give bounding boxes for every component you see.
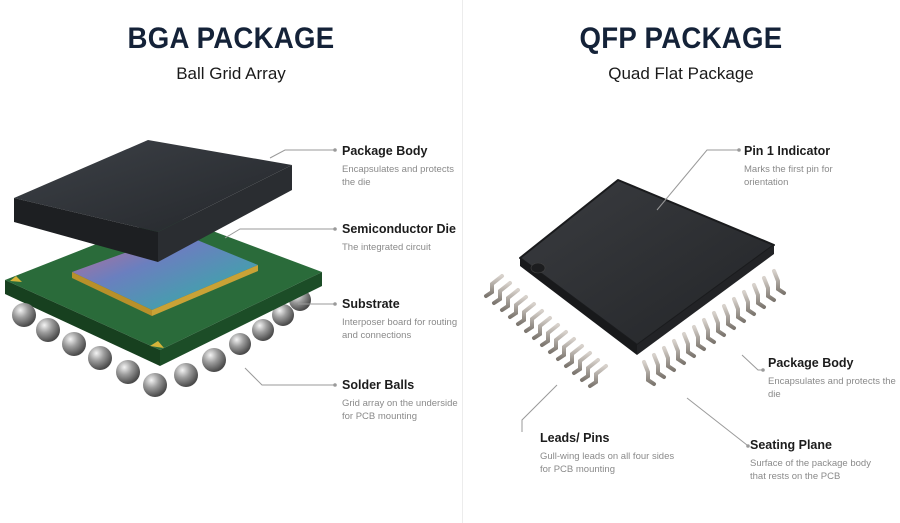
callout-seating-plane: Seating Plane Surface of the package bod… — [750, 438, 880, 483]
callout-heading: Seating Plane — [750, 438, 832, 452]
bga-leader-lines — [224, 149, 334, 386]
callout-heading: Package Body — [768, 356, 854, 370]
callout-package-body: Package Body Encapsulates and protects t… — [768, 356, 898, 401]
bga-panel: BGA PACKAGE Ball Grid Array — [5, 22, 460, 423]
qfp-body-shape — [519, 179, 775, 355]
callout-substrate: Substrate Interposer board for routing a… — [342, 297, 460, 342]
package-body-shape — [14, 140, 292, 262]
pin1-dimple — [530, 262, 546, 274]
callout-description: Encapsulates and protects the die — [342, 164, 454, 188]
callout-description: Gull-wing leads on all four sides for PC… — [540, 451, 675, 475]
callout-heading: Substrate — [342, 297, 400, 311]
leads-front-left — [484, 274, 608, 388]
callout-solder-balls: Solder Balls Grid array on the underside… — [342, 378, 460, 423]
bga-subtitle: Ball Grid Array — [176, 64, 286, 83]
qfp-leader-lines — [521, 149, 762, 446]
callout-heading: Pin 1 Indicator — [744, 144, 831, 158]
bga-title: BGA PACKAGE — [127, 22, 335, 55]
panel-divider — [462, 0, 463, 523]
callout-description: Grid array on the underside for PCB moun… — [342, 398, 458, 422]
callout-pin1-indicator: Pin 1 Indicator Marks the first pin for … — [744, 144, 894, 189]
callout-package-body: Package Body Encapsulates and protects t… — [342, 144, 457, 189]
callout-description: Surface of the package body that rests o… — [750, 458, 871, 482]
qfp-panel: QFP PACKAGE Quad Flat Package — [462, 0, 900, 523]
callout-description: Marks the first pin for orientation — [744, 164, 833, 188]
callout-semiconductor-die: Semiconductor Die The integrated circuit — [342, 222, 460, 254]
callout-description: Encapsulates and protects the die — [768, 376, 896, 400]
bga-illustration — [5, 140, 337, 397]
callout-heading: Package Body — [342, 144, 428, 158]
callout-heading: Leads/ Pins — [540, 431, 610, 445]
callout-description: The integrated circuit — [342, 242, 431, 253]
leads-front-right — [642, 269, 786, 386]
qfp-subtitle: Quad Flat Package — [608, 64, 754, 83]
qfp-illustration — [484, 148, 786, 448]
callout-leads-pins: Leads/ Pins Gull-wing leads on all four … — [540, 431, 675, 476]
solder-balls-front — [12, 303, 226, 397]
callout-description: Interposer board for routing and connect… — [342, 317, 458, 341]
callout-heading: Solder Balls — [342, 378, 415, 392]
die-shape — [72, 233, 258, 316]
qfp-title: QFP PACKAGE — [579, 22, 783, 55]
callout-heading: Semiconductor Die — [342, 222, 456, 236]
